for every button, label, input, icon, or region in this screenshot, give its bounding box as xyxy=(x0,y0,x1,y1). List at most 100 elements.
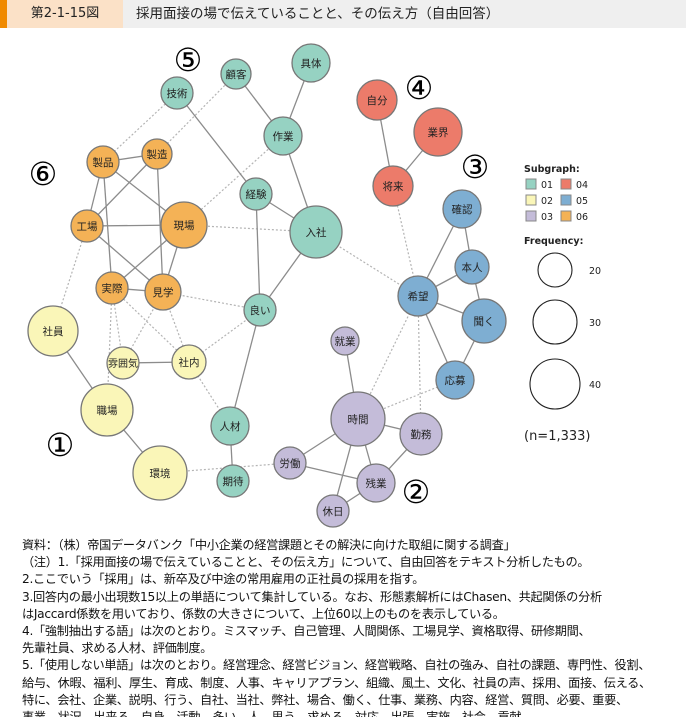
node-label: 希望 xyxy=(408,290,429,303)
node-希望 xyxy=(397,275,439,317)
node-顧客 xyxy=(220,58,252,90)
node-確認 xyxy=(442,189,482,229)
dashed-edge xyxy=(417,295,422,435)
node-休日 xyxy=(316,494,350,528)
figure-header: 第2-1-15図 採用面接の場で伝えていることと、その伝え方（自由回答） xyxy=(0,0,686,28)
node-label: 良い xyxy=(250,304,271,317)
node-残業 xyxy=(356,463,396,503)
legend-swatch xyxy=(560,210,572,222)
node-label: 勤務 xyxy=(411,428,432,441)
solid-edge xyxy=(156,153,164,293)
node-label: 製品 xyxy=(93,156,114,169)
node-技術 xyxy=(160,76,194,110)
node-将来 xyxy=(372,165,414,207)
legend-swatch xyxy=(560,178,572,190)
node-入社 xyxy=(289,205,343,259)
legend-group-label: 04 xyxy=(576,180,588,191)
node-label: 顧客 xyxy=(226,68,247,81)
node-時間 xyxy=(330,391,386,447)
node-業界 xyxy=(413,107,463,157)
node-label: 本人 xyxy=(462,261,483,274)
note-line: 4.「強制抽出する語」は次のとおり。ミスマッチ、自己管理、人間関係、工場見学、資… xyxy=(22,624,591,639)
node-label: 期待 xyxy=(223,475,244,488)
node-label: 実際 xyxy=(102,282,123,295)
solid-edge xyxy=(102,161,113,289)
node-label: 休日 xyxy=(323,506,344,518)
node-label: 労働 xyxy=(280,457,301,470)
legend-group-label: 01 xyxy=(541,180,553,191)
dashed-edge xyxy=(357,295,419,420)
subgraph-number: ⑤ xyxy=(174,41,203,79)
node-label: 確認 xyxy=(452,203,473,216)
node-経験 xyxy=(239,177,273,211)
node-工場 xyxy=(70,209,104,243)
note-line: はJaccard係数を用いており、係数の大きさについて、上位60以上のものを表示… xyxy=(22,606,505,621)
node-実際 xyxy=(95,271,129,305)
subgraph-number: ④ xyxy=(405,69,434,107)
node-label: 社員 xyxy=(43,325,64,338)
node-label: 聞く xyxy=(474,316,495,328)
legend-swatch xyxy=(525,194,537,206)
node-label: 雰囲気 xyxy=(108,357,138,370)
solid-edge xyxy=(255,193,261,311)
node-期待 xyxy=(216,464,250,498)
node-label: 入社 xyxy=(306,226,327,239)
note-line: 事業、状況、出来る、自身、活動、多い、人、思う、求める、対応、出張、実施、社会、… xyxy=(22,709,651,717)
node-作業 xyxy=(263,116,303,156)
node-label: 作業 xyxy=(273,130,294,143)
sample-size: (n=1,333) xyxy=(524,429,591,444)
legend-group-label: 05 xyxy=(576,196,588,207)
note-line: 資料：（株）帝国データバンク「中小企業の経営課題とその解決に向けた取組に関する調… xyxy=(22,538,516,552)
legend-size-circle xyxy=(532,299,578,345)
subgraph-number: ① xyxy=(46,426,75,464)
legend-group-label: 03 xyxy=(541,212,553,223)
node-応募 xyxy=(435,360,475,400)
figure-number: 第2-1-15図 xyxy=(7,0,123,28)
node-label: 現場 xyxy=(174,219,195,232)
node-労働 xyxy=(273,446,307,480)
node-label: 経験 xyxy=(246,188,267,201)
node-製品 xyxy=(86,145,120,179)
node-label: 職場 xyxy=(97,404,118,417)
dashed-edge xyxy=(392,185,419,297)
node-社員 xyxy=(27,305,79,357)
node-label: 応募 xyxy=(445,374,466,387)
node-label: 自分 xyxy=(367,94,388,107)
note-line: 2.ここでいう「採用」は、新卒及び中途の常用雇用の正社員の採用を指す。 xyxy=(22,572,425,587)
legend-group-label: 02 xyxy=(541,196,553,207)
legend-size-circle xyxy=(529,358,581,410)
node-具体 xyxy=(291,43,331,83)
node-label: 時間 xyxy=(348,414,369,426)
node-label: 工場 xyxy=(77,220,98,233)
dashed-edge xyxy=(102,92,178,163)
legend-size-label: 30 xyxy=(589,318,601,329)
node-見学 xyxy=(144,273,182,311)
node-就業 xyxy=(330,326,360,356)
note-line: 5.「使用しない単語」は次のとおり。経営理念、経営ビジョン、経営戦略、自社の強み… xyxy=(22,658,651,673)
dashed-edge xyxy=(111,287,190,363)
node-label: 業界 xyxy=(428,126,449,139)
co-occurrence-network: 技術顧客具体作業経験入社良い人材期待社員雰囲気社内職場環境就業時間勤務労働残業休… xyxy=(27,41,601,528)
subgraph-number: ⑥ xyxy=(29,155,58,193)
node-label: 技術 xyxy=(167,87,188,100)
node-本人 xyxy=(454,249,490,285)
node-人材 xyxy=(210,406,250,446)
dashed-edge xyxy=(156,73,237,155)
node-label: 製造 xyxy=(147,148,168,161)
notes: 資料：（株）帝国データバンク「中小企業の経営課題とその解決に向けた取組に関する調… xyxy=(22,537,651,717)
legend-subgraph-title: Subgraph: xyxy=(524,164,580,175)
node-職場 xyxy=(80,383,134,437)
node-環境 xyxy=(132,445,188,501)
header-accent xyxy=(0,0,7,28)
node-現場 xyxy=(160,201,208,249)
legend-swatch xyxy=(560,194,572,206)
note-line: （注）1.「採用面接の場で伝えていることと、その伝え方」について、自由回答をテキ… xyxy=(22,555,590,570)
note-line: 特に、会社、企業、説明、行う、自社、当社、弊社、場合、働く、仕事、業務、内容、経… xyxy=(22,692,628,707)
node-label: 残業 xyxy=(366,477,387,490)
legend-size-circle xyxy=(537,252,573,288)
legend-swatch xyxy=(525,178,537,190)
node-勤務 xyxy=(399,412,443,456)
node-label: 環境 xyxy=(150,467,171,480)
solid-edge xyxy=(229,309,261,427)
